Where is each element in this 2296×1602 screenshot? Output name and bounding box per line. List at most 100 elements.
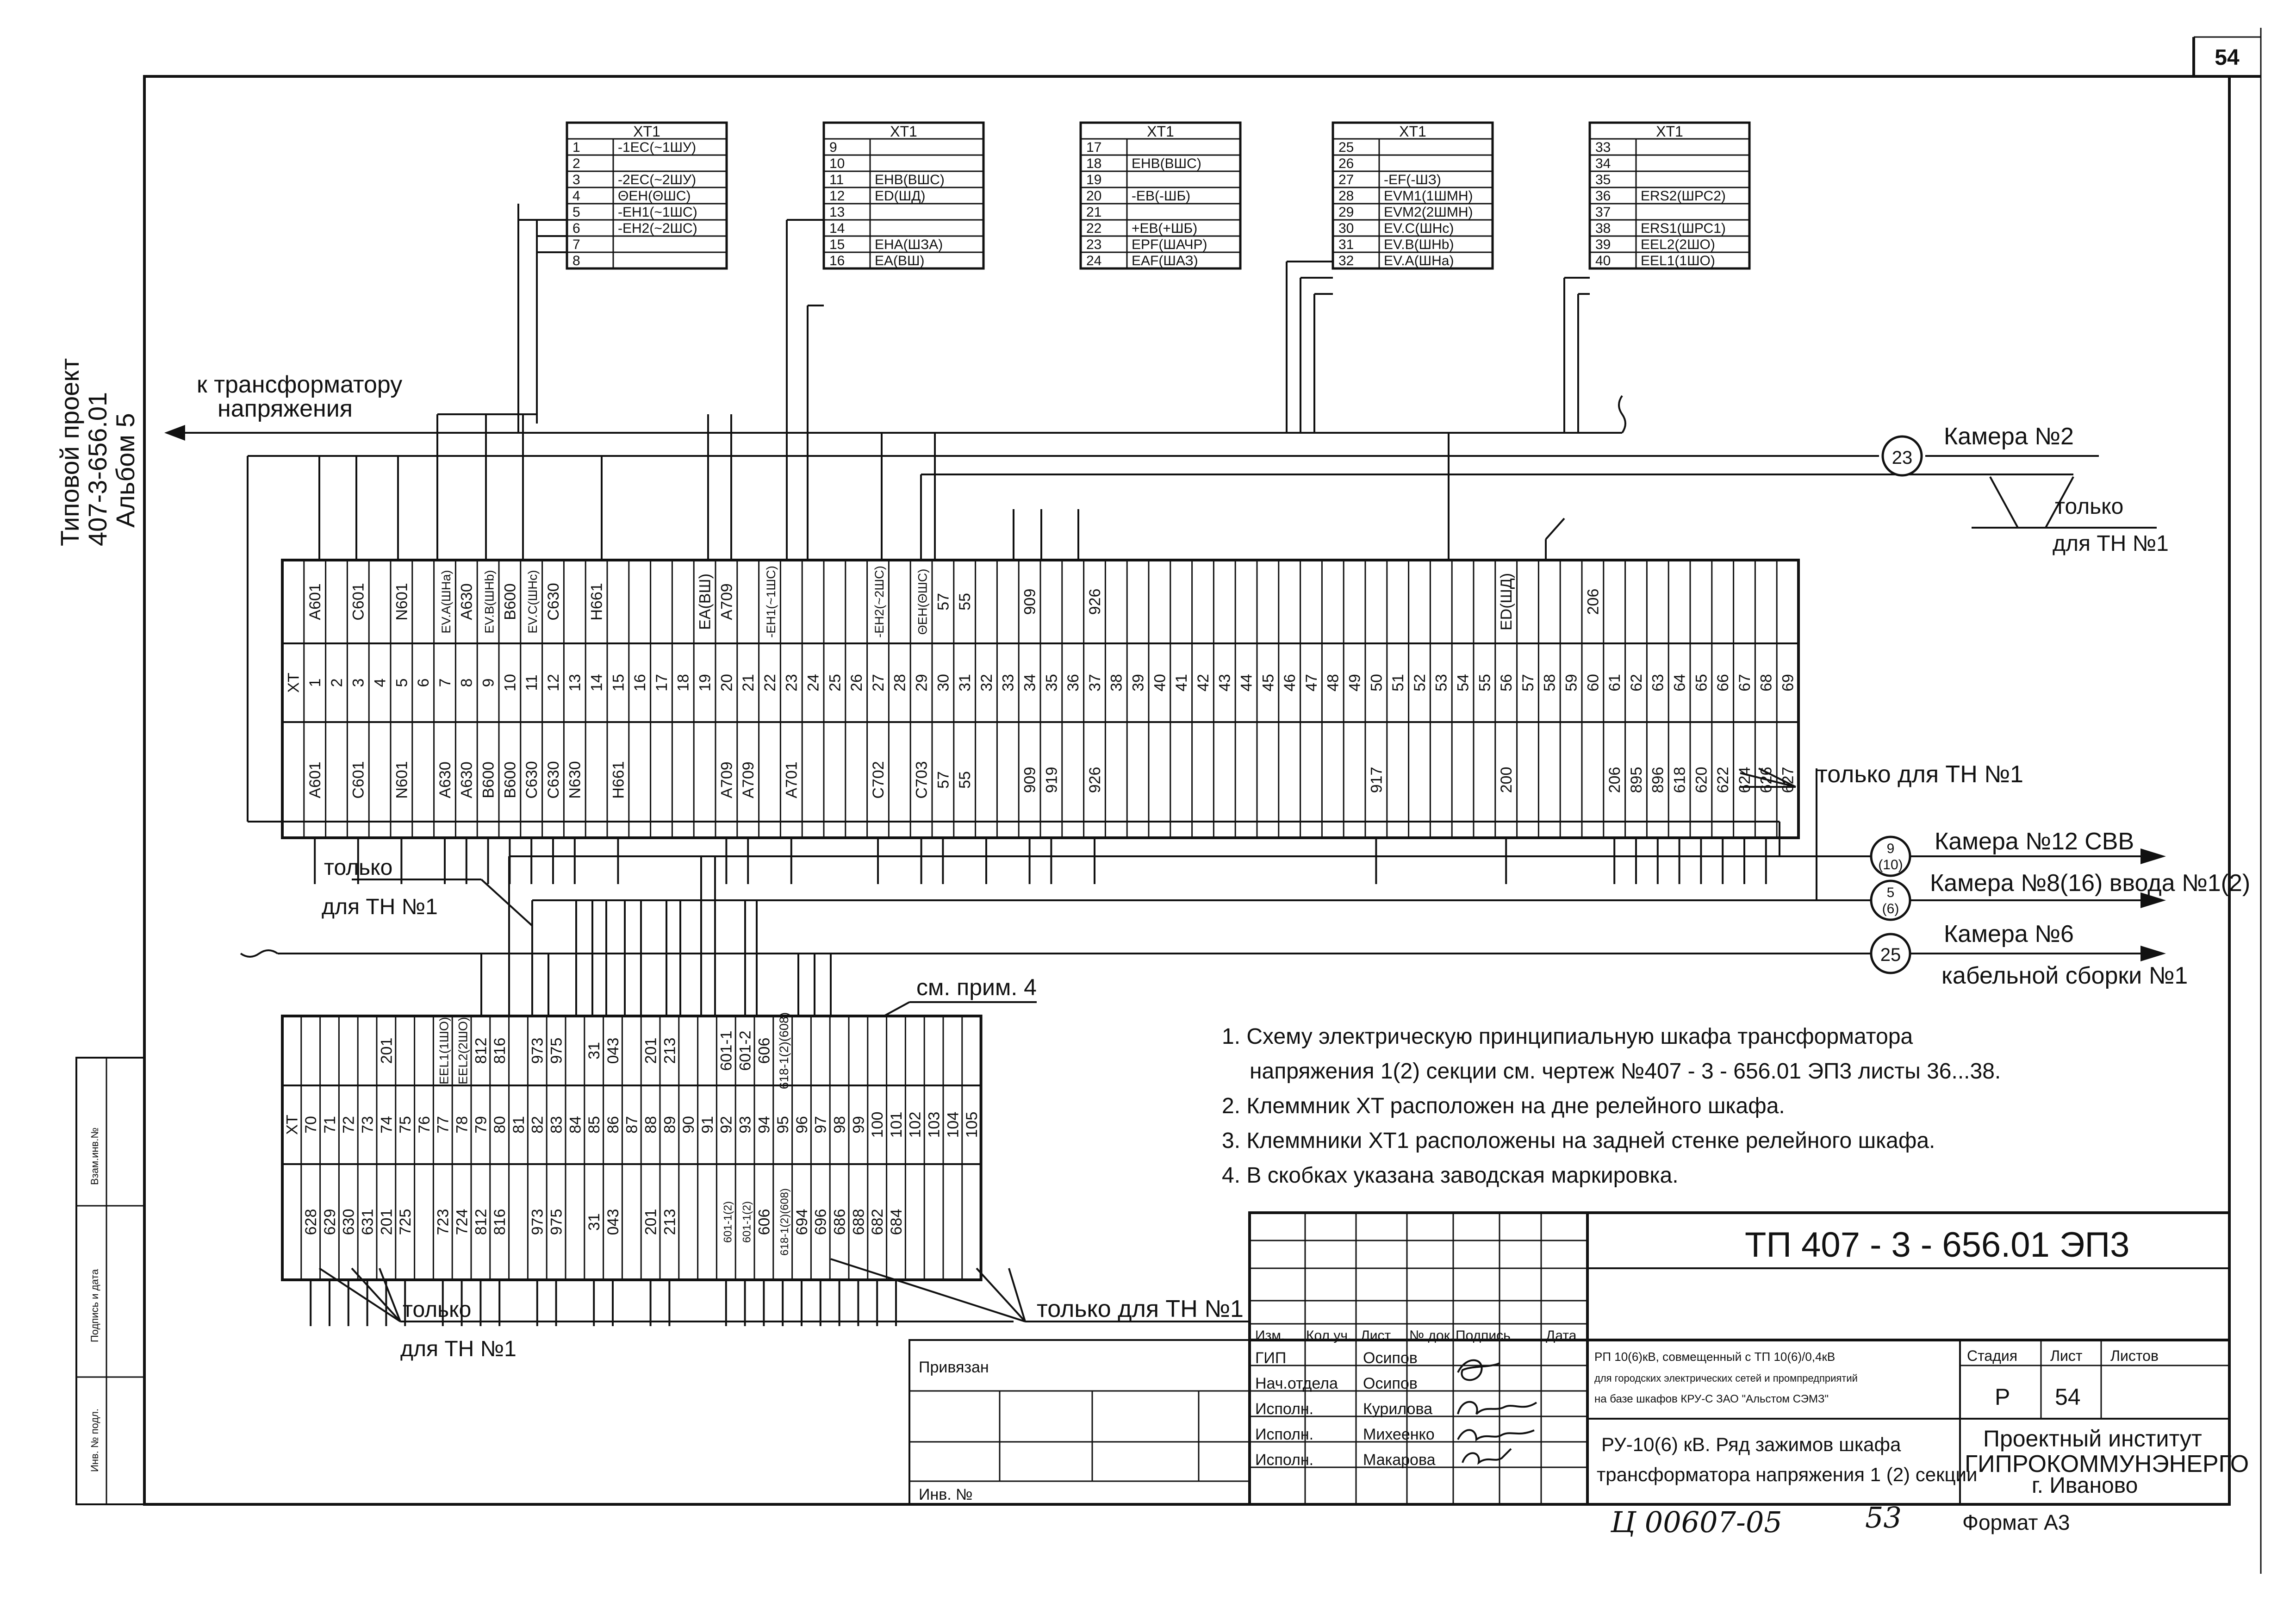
strip-bottom-mark: 601-1(2)	[722, 1201, 734, 1243]
camera6-label-1: Камера №6	[1944, 921, 2074, 947]
only-c-line-1: только	[403, 1297, 471, 1322]
strip-terminal-number: 86	[604, 1116, 622, 1134]
strip-terminal-number: 70	[302, 1116, 320, 1134]
left-strip-label-1: Взам.инв.№	[89, 1128, 100, 1185]
xt1-row-number: 4	[572, 188, 580, 204]
strip-terminal-number: 93	[737, 1116, 754, 1134]
strip-terminal-number: 80	[491, 1116, 509, 1134]
svg-text:9: 9	[1887, 841, 1895, 856]
xt1-row-number: 1	[572, 140, 580, 155]
strip-terminal-number: 27	[870, 674, 887, 692]
strip-terminal-number: 11	[523, 674, 541, 691]
xt1-row-label: -EF(-ШЗ)	[1384, 172, 1441, 187]
strip-top-mark: N601	[393, 583, 411, 620]
strip-terminal-number: 76	[416, 1116, 433, 1134]
signature-2	[1457, 1401, 1537, 1415]
strip-bottom-mark: 975	[548, 1209, 566, 1235]
xt1-row-label: EAF(ШАЗ)	[1132, 253, 1198, 268]
xt1-table-title: XT1	[1656, 123, 1683, 140]
project-desc-1: РП 10(6)кВ, совмещенный с ТП 10(6)/0,4кВ	[1594, 1350, 1835, 1364]
note-line-1: 1. Схему электрическую принципиальную шк…	[1222, 1024, 1913, 1049]
xt1-row-label: EEL2(2ШО)	[1641, 237, 1715, 252]
circle-23: 23	[1881, 435, 1923, 477]
xt1-row-label: -2EC(~2ШУ)	[618, 172, 696, 187]
note-line-3: 2. Клеммник XT расположен на дне релейно…	[1222, 1094, 1785, 1118]
strip-top-mark: 206	[1584, 589, 1602, 615]
xt1-row-label: ED(ШД)	[875, 188, 925, 204]
role-3: Исполн.	[1255, 1400, 1313, 1418]
strip-terminal-number: 73	[359, 1116, 377, 1134]
strip-terminal-number: 30	[934, 674, 952, 692]
role-5: Исполн.	[1255, 1451, 1313, 1469]
xt1-row-number: 16	[829, 253, 845, 268]
strip-top-mark: 31	[585, 1042, 603, 1060]
xt1-row-number: 28	[1338, 188, 1354, 204]
strip-bottom-mark: 201	[378, 1209, 395, 1235]
svg-text:23: 23	[1892, 448, 1913, 468]
strip-terminal-number: 61	[1606, 674, 1624, 692]
strip-terminal-number: 104	[944, 1112, 962, 1138]
signature-4	[1462, 1448, 1512, 1465]
xt1-row-number: 10	[829, 156, 845, 171]
xt1-row-number: 15	[829, 237, 845, 252]
xt1-row-number: 35	[1595, 172, 1611, 187]
strip-top-mark: 55	[956, 593, 974, 611]
strip-bottom-mark: 973	[529, 1209, 547, 1235]
strip-top-mark: EV.B(ШНb)	[482, 570, 497, 633]
strip-bottom-mark: 816	[491, 1209, 509, 1235]
side-title-line-2: 407-3-656.01	[83, 392, 112, 546]
strip-terminal-number: 78	[454, 1116, 471, 1134]
strip-terminal-number: 34	[1021, 674, 1039, 692]
xt1-row-number: 6	[572, 221, 580, 236]
strip-bottom-mark: 622	[1714, 767, 1732, 793]
stamp-col-kol: Кол.уч.	[1306, 1328, 1351, 1343]
xt1-row-label: EHB(ВШС)	[875, 172, 945, 187]
strip-top-mark: 201	[642, 1038, 660, 1064]
xt1-row-label: EPF(ШАЧР)	[1132, 237, 1207, 252]
strip-terminal-number: 43	[1216, 674, 1234, 692]
strip-terminal-number: 72	[340, 1116, 358, 1134]
only-b-line-2: для ТН №1	[322, 895, 438, 919]
strip-terminal-number: 47	[1303, 674, 1320, 692]
strip-bottom-mark: 682	[869, 1209, 886, 1235]
strip-terminal-number: 69	[1780, 674, 1797, 692]
xt1-row-number: 8	[572, 253, 580, 268]
camera2-label: Камера №2	[1944, 423, 2074, 450]
strip-bottom-mark: 724	[454, 1209, 471, 1235]
strip-top-mark: 606	[755, 1038, 773, 1064]
role-1: ГИП	[1255, 1349, 1286, 1367]
xt1-row-number: 37	[1595, 205, 1611, 220]
strip-top-mark: ED(ШД)	[1498, 573, 1515, 630]
strip-terminal-number: 57	[1519, 674, 1537, 692]
strip-terminal-number: 8	[458, 679, 476, 687]
only-tn1-a-line-1: только	[2055, 494, 2123, 519]
project-desc-2: для городских электрических сетей и пром…	[1594, 1372, 1858, 1384]
xt1-row-number: 3	[572, 172, 580, 187]
strip-top-mark: C601	[350, 583, 367, 620]
strip-terminal-number: 38	[1108, 674, 1126, 692]
strip-bottom-mark: A630	[458, 761, 476, 798]
strip-terminal-number: 23	[783, 674, 801, 692]
strip-terminal-number: 53	[1433, 674, 1450, 692]
strip-xt-label: XT	[285, 673, 302, 692]
strip-terminal-number: 21	[740, 674, 757, 692]
strip-terminal-number: 49	[1346, 674, 1364, 692]
strip-terminal-number: 3	[350, 679, 367, 687]
left-strip-label-2: Подпись и дата	[89, 1269, 100, 1342]
see-note-label: см. прим. 4	[916, 974, 1037, 1000]
strip-bottom-mark: A630	[436, 761, 454, 798]
strip-terminal-number: 33	[1000, 674, 1017, 692]
strip-terminal-number: 75	[397, 1116, 414, 1134]
strip-bottom-mark: N630	[566, 761, 584, 798]
xt1-row-label: EEL1(1ШО)	[1641, 253, 1715, 268]
camera6-label-2: кабельной сборки №1	[1941, 962, 2188, 989]
xt1-row-number: 9	[829, 140, 837, 155]
strip-terminal-number: 84	[566, 1116, 584, 1134]
stage-label: Стадия	[1967, 1347, 2017, 1364]
